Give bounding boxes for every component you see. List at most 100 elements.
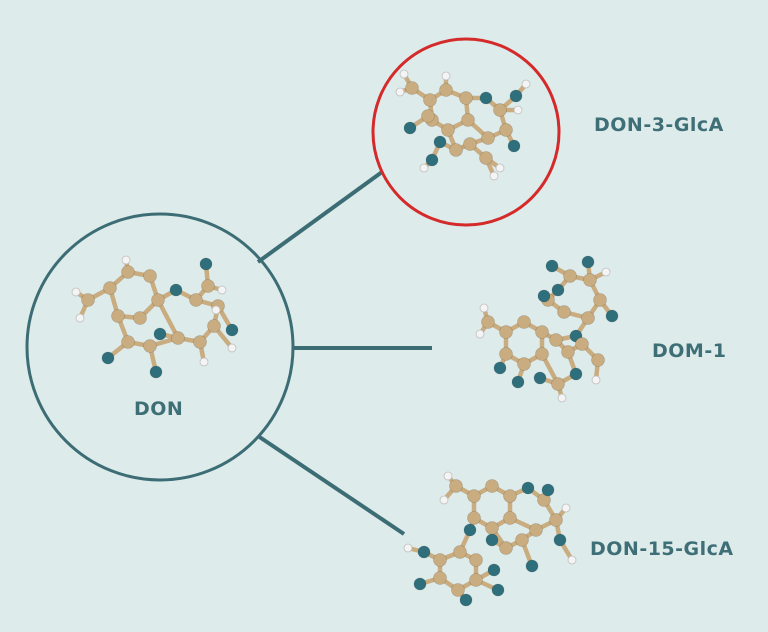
carbon-atom	[499, 325, 513, 339]
carbon-atom	[535, 347, 549, 361]
hydrogen-atom	[475, 329, 485, 339]
carbon-atom	[423, 93, 437, 107]
hydrogen-atom	[441, 71, 451, 81]
carbon-atom	[517, 357, 531, 371]
oxygen-atom	[413, 577, 427, 591]
carbon-atom	[463, 137, 477, 151]
hydrogen-atom	[399, 69, 409, 79]
dom-1-label: DOM-1	[652, 340, 727, 362]
bond	[155, 297, 181, 341]
oxygen-atom	[463, 523, 477, 537]
connector-to-don-15-glca	[256, 434, 406, 536]
carbon-atom	[111, 309, 125, 323]
carbon-atom	[515, 533, 529, 547]
oxygen-atom	[433, 135, 447, 149]
carbon-atom	[529, 523, 543, 537]
carbon-atom	[557, 305, 571, 319]
hydrogen-atom	[567, 555, 577, 565]
hydrogen-atom	[591, 375, 601, 385]
carbon-atom	[503, 511, 517, 525]
carbon-atom	[493, 103, 507, 117]
oxygen-atom	[551, 283, 565, 297]
oxygen-atom	[417, 545, 431, 559]
carbon-atom	[193, 335, 207, 349]
carbon-atom	[479, 151, 493, 165]
carbon-atom	[481, 131, 495, 145]
carbon-atom	[449, 143, 463, 157]
carbon-atom	[121, 265, 135, 279]
carbon-atom	[133, 311, 147, 325]
carbon-atom	[451, 583, 465, 597]
oxygen-atom	[425, 153, 439, 167]
carbon-atom	[485, 479, 499, 493]
oxygen-atom	[149, 365, 163, 379]
carbon-atom	[433, 553, 447, 567]
oxygen-atom	[541, 483, 555, 497]
hydrogen-atom	[479, 303, 489, 313]
oxygen-atom	[537, 289, 551, 303]
don-node-circle	[25, 212, 295, 482]
hydrogen-atom	[495, 163, 505, 173]
oxygen-atom	[479, 91, 493, 105]
dom-1-molecule-icon	[475, 255, 619, 403]
don-molecule-icon	[71, 255, 239, 379]
hydrogen-atom	[199, 357, 209, 367]
don-label: DON	[134, 398, 184, 420]
hydrogen-atom	[227, 343, 237, 353]
carbon-atom	[467, 489, 481, 503]
carbon-atom	[469, 553, 483, 567]
oxygen-atom	[507, 139, 521, 153]
carbon-atom	[453, 545, 467, 559]
oxygen-atom	[509, 89, 523, 103]
oxygen-atom	[491, 583, 505, 597]
don-3-glca-label: DON-3-GlcA	[594, 114, 724, 136]
carbon-atom	[461, 113, 475, 127]
oxygen-atom	[525, 559, 539, 573]
carbon-atom	[583, 273, 597, 287]
oxygen-atom	[581, 255, 595, 269]
hydrogen-atom	[561, 503, 571, 513]
oxygen-atom	[459, 593, 473, 607]
hydrogen-atom	[121, 255, 131, 265]
oxygen-atom	[605, 309, 619, 323]
hydrogen-atom	[443, 471, 453, 481]
hydrogen-atom	[601, 267, 611, 277]
don-15-glca-label: DON-15-GlcA	[590, 538, 734, 560]
carbon-atom	[201, 279, 215, 293]
hydrogen-atom	[489, 171, 499, 181]
carbon-atom	[405, 81, 419, 95]
don-3-glca-molecule-icon	[395, 69, 531, 181]
oxygen-atom	[569, 367, 583, 381]
carbon-atom	[481, 315, 495, 329]
carbon-atom	[441, 123, 455, 137]
oxygen-atom	[225, 323, 239, 337]
oxygen-atom	[521, 481, 535, 495]
oxygen-atom	[101, 351, 115, 365]
oxygen-atom	[199, 257, 213, 271]
oxygen-atom	[545, 259, 559, 273]
hydrogen-atom	[75, 313, 85, 323]
oxygen-atom	[169, 283, 183, 297]
hydrogen-atom	[217, 285, 227, 295]
oxygen-atom	[487, 563, 501, 577]
carbon-atom	[143, 339, 157, 353]
carbon-atom	[143, 269, 157, 283]
carbon-atom	[207, 319, 221, 333]
carbon-atom	[171, 331, 185, 345]
carbon-atom	[499, 347, 513, 361]
carbon-atom	[517, 315, 531, 329]
hydrogen-atom	[419, 163, 429, 173]
hydrogen-atom	[557, 393, 567, 403]
oxygen-atom	[553, 533, 567, 547]
carbon-atom	[433, 571, 447, 585]
don-15-glca-molecule-icon	[403, 471, 577, 607]
carbon-atom	[121, 335, 135, 349]
carbon-atom	[591, 353, 605, 367]
hydrogen-atom	[521, 79, 531, 89]
oxygen-atom	[403, 121, 417, 135]
hydrogen-atom	[211, 305, 221, 315]
hydrogen-atom	[395, 87, 405, 97]
carbon-atom	[449, 479, 463, 493]
carbon-atom	[103, 281, 117, 295]
